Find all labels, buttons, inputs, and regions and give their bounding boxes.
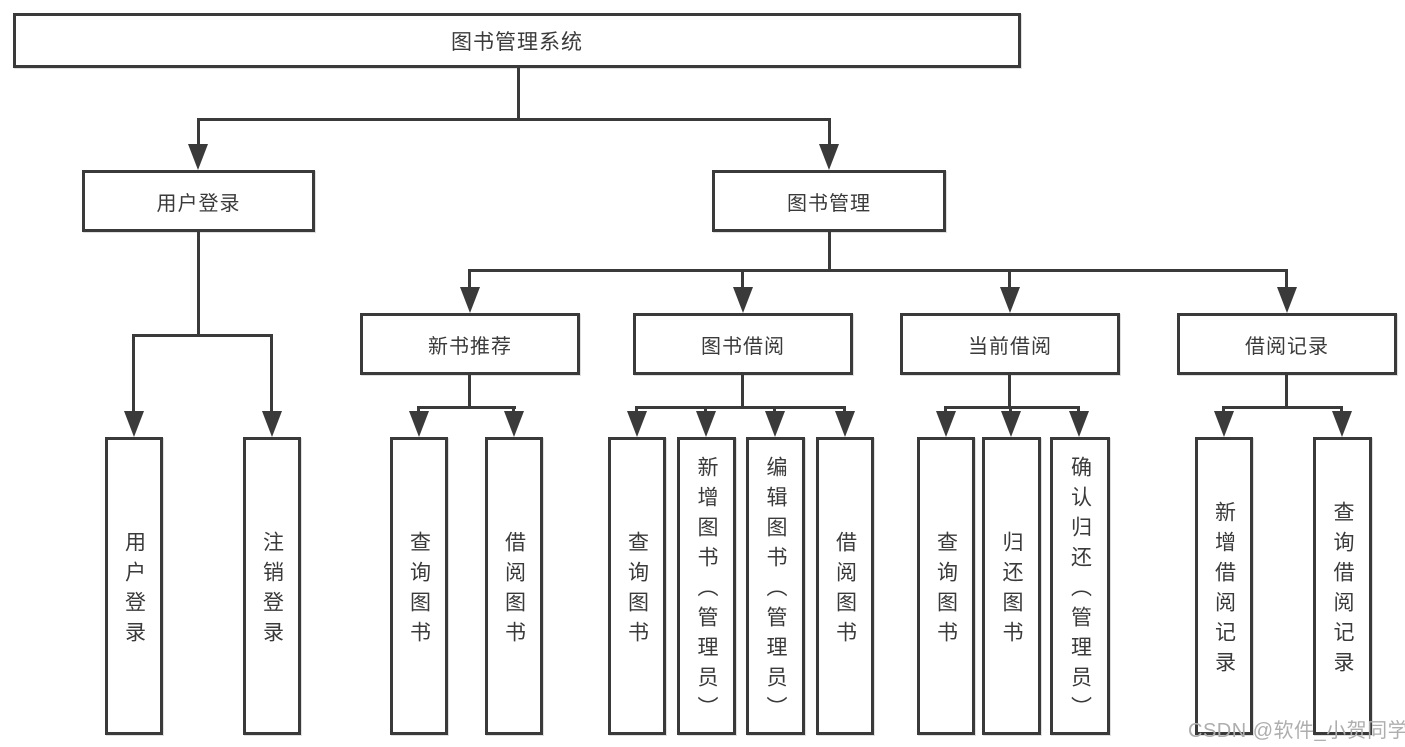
leaf-return-book: 归还图书 bbox=[982, 437, 1041, 735]
arrowhead-down-icon bbox=[835, 411, 855, 437]
connector-login-hline bbox=[133, 334, 273, 337]
connector-g3-stub bbox=[1285, 375, 1288, 408]
arrowhead-down-icon bbox=[765, 411, 785, 437]
leaf-query-books-borrow: 查询图书 bbox=[608, 437, 666, 735]
arrowhead-down-icon bbox=[504, 411, 524, 437]
connector-g1-drop1 bbox=[635, 406, 638, 414]
connector-g1-drop3 bbox=[773, 406, 776, 414]
connector-g2-drop1 bbox=[944, 406, 947, 414]
leaf-confirm-return-admin: 确认归还（管理员） bbox=[1050, 437, 1110, 735]
connector-g0-drop2 bbox=[512, 406, 515, 414]
arrowhead-down-icon bbox=[696, 411, 716, 437]
connector-g0-stub bbox=[468, 375, 471, 408]
arrowhead-down-icon bbox=[1001, 411, 1021, 437]
arrowhead-down-icon bbox=[188, 144, 208, 170]
leaf-user-login: 用户登录 bbox=[105, 437, 163, 735]
connector-drop-leaf-logout bbox=[270, 334, 273, 414]
leaf-query-books-current: 查询图书 bbox=[917, 437, 975, 735]
node-user-login: 用户登录 bbox=[82, 170, 315, 232]
connector-drop-user-login bbox=[197, 118, 200, 148]
leaf-add-borrow-record: 新增借阅记录 bbox=[1195, 437, 1253, 735]
arrowhead-down-icon bbox=[1000, 287, 1020, 313]
connector-g1-stub bbox=[741, 375, 744, 408]
connector-g0-drop1 bbox=[417, 406, 420, 414]
arrowhead-down-icon bbox=[1069, 411, 1089, 437]
arrowhead-down-icon bbox=[936, 411, 956, 437]
connector-g1-hline bbox=[635, 406, 846, 409]
connector-g3-drop1 bbox=[1222, 406, 1225, 414]
connector-drop-leaf-user-login bbox=[132, 334, 135, 414]
node-current-borrow: 当前借阅 bbox=[900, 313, 1120, 375]
watermark: CSDN @软件_小贺同学 bbox=[1188, 720, 1405, 742]
leaf-add-book-admin: 新增图书（管理员） bbox=[677, 437, 736, 735]
connector-drop-current-borrow bbox=[1008, 269, 1011, 291]
connector-login-stub bbox=[197, 232, 200, 336]
connector-drop-book-borrow bbox=[741, 269, 744, 291]
connector-g2-drop3 bbox=[1077, 406, 1080, 414]
arrowhead-down-icon bbox=[1332, 411, 1352, 437]
node-borrow-records: 借阅记录 bbox=[1177, 313, 1397, 375]
arrowhead-down-icon bbox=[262, 411, 282, 437]
arrowhead-down-icon bbox=[1214, 411, 1234, 437]
connector-root-hline bbox=[197, 118, 831, 121]
arrowhead-down-icon bbox=[819, 144, 839, 170]
arrowhead-down-icon bbox=[1277, 287, 1297, 313]
node-new-book-recommend: 新书推荐 bbox=[360, 313, 580, 375]
node-book-borrow: 图书借阅 bbox=[633, 313, 853, 375]
connector-g2-stub bbox=[1008, 375, 1011, 408]
arrowhead-down-icon bbox=[627, 411, 647, 437]
connector-g0-hline bbox=[417, 406, 516, 409]
arrowhead-down-icon bbox=[733, 287, 753, 313]
connector-g3-hline bbox=[1222, 406, 1343, 409]
leaf-query-books-recommend: 查询图书 bbox=[390, 437, 448, 735]
leaf-logout: 注销登录 bbox=[243, 437, 301, 735]
connector-drop-new-book bbox=[468, 269, 471, 291]
leaf-edit-book-admin: 编辑图书（管理员） bbox=[746, 437, 805, 735]
connector-g1-drop4 bbox=[843, 406, 846, 414]
connector-g3-drop2 bbox=[1340, 406, 1343, 414]
connector-manage-stub bbox=[828, 232, 831, 272]
node-book-management: 图书管理 bbox=[712, 170, 946, 232]
arrowhead-down-icon bbox=[124, 411, 144, 437]
node-library-management-system: 图书管理系统 bbox=[13, 13, 1021, 68]
connector-g2-hline bbox=[944, 406, 1080, 409]
connector-g1-drop2 bbox=[704, 406, 707, 414]
connector-root-stub bbox=[517, 66, 520, 120]
connector-drop-book-management bbox=[828, 118, 831, 148]
connector-drop-borrow-records bbox=[1285, 269, 1288, 291]
connector-manage-hline bbox=[468, 269, 1288, 272]
arrowhead-down-icon bbox=[409, 411, 429, 437]
leaf-query-borrow-record: 查询借阅记录 bbox=[1313, 437, 1372, 735]
connector-g2-drop2 bbox=[1009, 406, 1012, 414]
arrowhead-down-icon bbox=[460, 287, 480, 313]
leaf-borrow-books: 借阅图书 bbox=[816, 437, 874, 735]
leaf-borrow-books-recommend: 借阅图书 bbox=[485, 437, 543, 735]
